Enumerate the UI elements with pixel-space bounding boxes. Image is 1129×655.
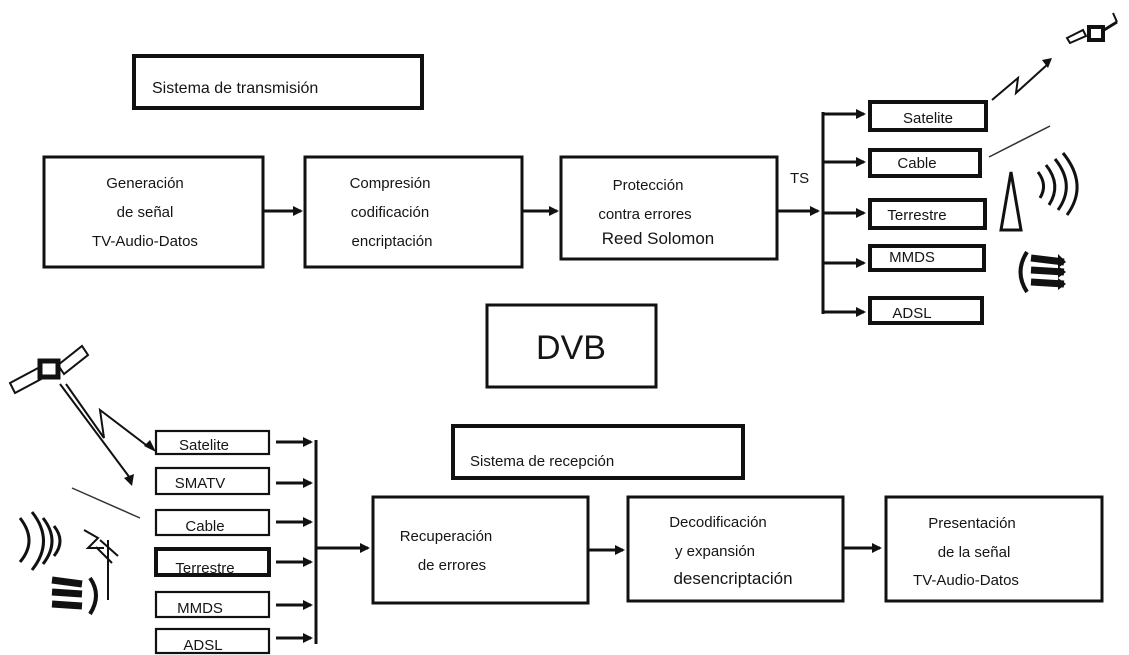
decoding-line-1: Decodificación (669, 514, 767, 531)
rx-in-smatv: SMATV (175, 475, 226, 492)
compression-line-2: codificación (351, 204, 429, 221)
tx-out-adsl-box (868, 296, 984, 325)
decoding-line-3: desencriptación (673, 569, 792, 588)
protection-line-3: Reed Solomon (602, 229, 714, 248)
rx-satellite-icon (8, 344, 90, 395)
error-recovery-box (371, 495, 590, 605)
tx-out-mmds-box (868, 244, 986, 272)
decoding-box (626, 495, 845, 603)
rx-in-cable-box (154, 508, 271, 537)
error-recovery-line-2: de errores (418, 557, 486, 574)
rx-in-terrestre: Terrestre (175, 560, 234, 577)
ts-label: TS (790, 170, 809, 187)
rx-in-adsl: ADSL (183, 637, 222, 654)
dvb-title: DVB (536, 329, 606, 367)
lightning-link-icon (991, 58, 1052, 101)
tx-out-mmds: MMDS (889, 249, 935, 266)
compression-line-1: Compresión (350, 175, 431, 192)
protection-box (559, 155, 779, 261)
error-recovery-line-1: Recuperación (400, 528, 493, 545)
tx-out-terrestre-box (868, 198, 987, 230)
presentation-line-2: de la señal (938, 544, 1011, 561)
rx-in-adsl-box (154, 627, 271, 655)
protection-line-2: contra errores (598, 206, 691, 223)
compression-line-3: encriptación (352, 233, 433, 250)
tx-out-cable: Cable (897, 155, 936, 172)
decoding-line-2: y expansión (675, 543, 755, 560)
rx-antenna-icon (83, 529, 119, 600)
presentation-line-3: TV-Audio-Datos (913, 572, 1019, 589)
rx-in-cable: Cable (185, 518, 224, 535)
tx-out-adsl: ADSL (892, 305, 931, 322)
rx-in-satelite-box (154, 429, 271, 456)
mmds-dish-icon (1018, 250, 1066, 294)
generation-line-1: Generación (106, 175, 184, 192)
generation-box (42, 155, 265, 269)
presentation-box (884, 495, 1104, 603)
rx-mmds-dish-icon (51, 576, 98, 616)
generation-line-2: de señal (117, 204, 174, 221)
rx-cable-line-icon (71, 487, 141, 519)
satellite-icon (1065, 12, 1118, 45)
protection-line-1: Protección (613, 177, 684, 194)
reception-header-box (451, 424, 745, 480)
rx-broadcast-waves-icon (18, 511, 62, 571)
reception-header: Sistema de recepción (470, 453, 614, 470)
tx-out-cable-box (868, 148, 982, 178)
tx-out-satelite-box (868, 100, 988, 132)
rx-in-terrestre-box (154, 547, 271, 577)
transmission-header: Sistema de transmisión (152, 80, 318, 97)
rx-in-satelite: Satelite (179, 437, 229, 454)
rx-in-smatv-box (154, 466, 271, 496)
tx-out-terrestre: Terrestre (887, 207, 946, 224)
generation-line-3: TV-Audio-Datos (92, 233, 198, 250)
dvb-title-box (485, 303, 658, 389)
tx-out-satelite: Satelite (903, 110, 953, 127)
rx-in-mmds: MMDS (177, 600, 223, 617)
broadcast-waves-icon (1036, 152, 1079, 216)
antenna-icon (999, 171, 1023, 232)
cable-line-icon (988, 125, 1051, 158)
rx-lightning-link-icon (59, 383, 156, 486)
presentation-line-1: Presentación (928, 515, 1016, 532)
transmission-header-box (132, 54, 424, 110)
rx-in-mmds-box (154, 590, 271, 619)
